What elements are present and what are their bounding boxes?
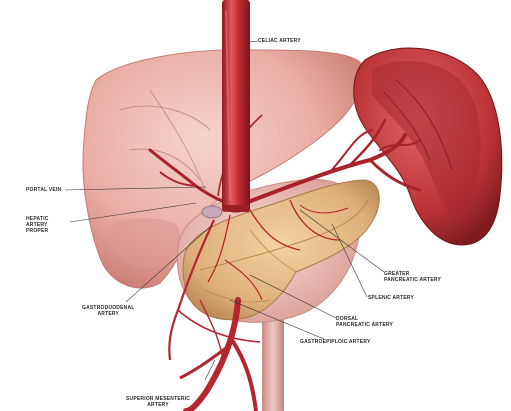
aorta <box>222 0 250 213</box>
label-hepatic-artery-proper: HEPATIC ARTERY PROPER <box>26 216 49 234</box>
label-gastroepiploic-artery: GASTROEPIPLOIC ARTERY <box>300 339 371 345</box>
label-line: PANCREATIC ARTERY <box>336 322 393 328</box>
label-greater-pancreatic-artery: GREATER PANCREATIC ARTERY <box>384 271 441 283</box>
label-line: PROPER <box>26 228 49 234</box>
label-superior-mesenteric-artery: SUPERIOR MESENTERIC ARTERY <box>126 396 190 408</box>
label-line: ARTERY <box>126 402 190 408</box>
label-gastroduodenal-artery: GASTRODUODENAL ARTERY <box>82 305 135 317</box>
label-celiac-artery: CELIAC ARTERY <box>258 38 301 44</box>
label-line: PANCREATIC ARTERY <box>384 277 441 283</box>
label-dorsal-pancreatic-artery: DORSAL PANCREATIC ARTERY <box>336 316 393 328</box>
label-splenic-artery: SPLENIC ARTERY <box>368 295 414 301</box>
label-line: ARTERY <box>82 311 135 317</box>
label-portal-vein: PORTAL VEIN <box>26 187 61 193</box>
